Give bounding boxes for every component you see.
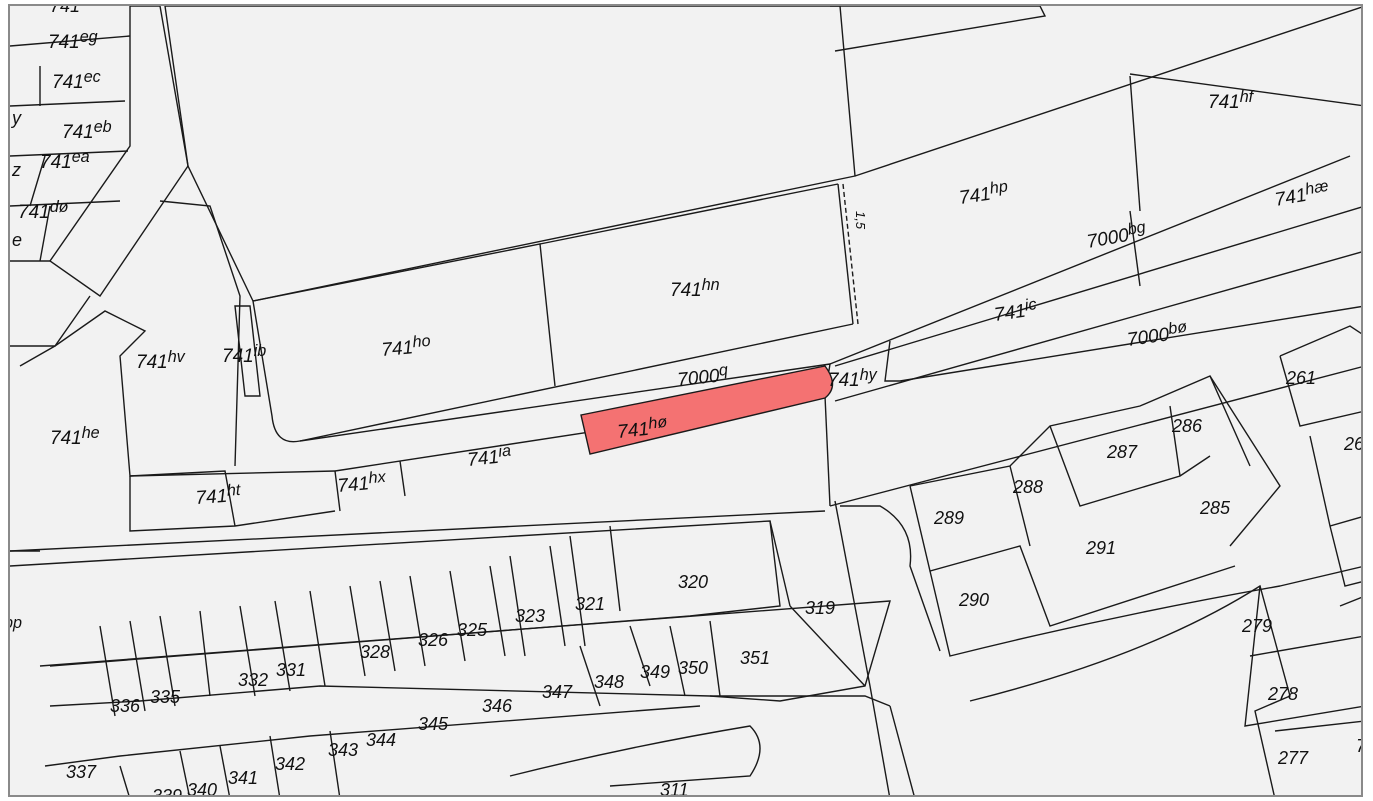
parcel-label-741ib: 741ib: [222, 342, 266, 367]
dimension-label: 1,5: [853, 211, 868, 230]
parcel-label-741ic: 741ic: [992, 295, 1038, 326]
parcel-number-340: 340: [187, 780, 217, 797]
parcel-number-347: 347: [542, 682, 573, 702]
parcel-label-741he: 741he: [50, 424, 100, 449]
parcel-number-290: 290: [958, 590, 989, 610]
parcel-number-343: 343: [328, 740, 358, 760]
parcel-label-7000bo: 7000bø: [1125, 318, 1189, 351]
partial-label-top: 741: [50, 6, 80, 16]
highlighted-parcel-741ho-shape[interactable]: [580, 365, 834, 455]
parcel-number-336: 336: [110, 696, 141, 716]
parcel-number-351: 351: [740, 648, 770, 668]
parcel-label-741hx: 741hx: [336, 468, 388, 497]
parcel-number-332: 332: [238, 670, 268, 690]
parcel-boundaries: [10, 6, 1361, 795]
cadastral-map[interactable]: 741eg 741ec 741eb 741ea 741dø 741hf 741hp 741hæ…: [8, 4, 1363, 797]
parcel-number-320: 320: [678, 572, 708, 592]
parcel-label-741do: 741dø: [18, 198, 69, 223]
parcel-number-278: 278: [1267, 684, 1298, 704]
parcel-number-335: 335: [150, 687, 181, 707]
parcel-number-348: 348: [594, 672, 624, 692]
parcel-number-349: 349: [640, 662, 670, 682]
parcel-number-289: 289: [933, 508, 964, 528]
partial-label-y: y: [10, 108, 22, 128]
parcel-label-7000bg: 7000bg: [1085, 218, 1149, 253]
parcel-label-741ht: 741ht: [195, 481, 243, 509]
parcel-number-288: 288: [1012, 477, 1043, 497]
parcel-label-741ec: 741ec: [52, 68, 101, 93]
partial-label-e: e: [12, 230, 22, 250]
parcel-label-741ho: 741ho: [380, 332, 432, 361]
parcel-number-301: 301: [860, 796, 890, 797]
parcel-number-346: 346: [482, 696, 513, 716]
parcel-number-344: 344: [366, 730, 396, 750]
parcel-number-291: 291: [1085, 538, 1116, 558]
parcel-number-342: 342: [275, 754, 305, 774]
parcel-number-261: 261: [1285, 368, 1316, 388]
partial-label-z: z: [11, 160, 21, 180]
parcel-number-350: 350: [678, 658, 708, 678]
parcel-number-321: 321: [575, 594, 605, 614]
parcel-number-277: 277: [1277, 748, 1309, 768]
parcel-label-7000q: 7000q: [676, 361, 730, 391]
parcel-number-313: 313: [520, 796, 550, 797]
parcel-number-323: 323: [515, 606, 545, 626]
parcel-number-337: 337: [66, 762, 97, 782]
parcel-label-741hf: 741hf: [1208, 88, 1255, 113]
parcel-number-26: 26: [1343, 434, 1363, 454]
parcel-number-325: 325: [457, 620, 488, 640]
parcel-label-741eb: 741eb: [62, 118, 112, 143]
parcel-label-bp: bp: [10, 614, 22, 632]
parcel-number-7: 7: [1356, 736, 1363, 756]
parcel-label-741hv: 741hv: [136, 348, 186, 373]
parcel-number-287: 287: [1106, 442, 1138, 462]
parcel-number-285: 285: [1199, 498, 1231, 518]
parcel-number-311: 311: [660, 780, 689, 797]
parcel-number-286: 286: [1171, 416, 1203, 436]
parcel-number-345: 345: [418, 714, 449, 734]
parcel-number-328: 328: [360, 642, 390, 662]
parcel-number-341: 341: [228, 768, 258, 788]
parcel-number-326: 326: [418, 630, 449, 650]
parcel-label-741ia: 741ia: [466, 441, 513, 470]
parcel-label-741hp: 741hp: [957, 177, 1010, 209]
parcel-label-741hy: 741hy: [828, 366, 878, 391]
parcel-label-741hn: 741hn: [670, 276, 720, 301]
parcel-number-279: 279: [1241, 616, 1272, 636]
parcel-labels: 741eg 741ec 741eb 741ea 741dø 741hf 741hp 741hæ…: [10, 6, 1363, 797]
parcel-label-741hae: 741hæ: [1273, 177, 1332, 211]
parcel-number-319: 319: [805, 598, 835, 618]
highlighted-parcel-label: 741hø: [616, 413, 669, 443]
parcel-label-741ea: 741ea: [40, 148, 90, 173]
parcel-label-741eg: 741eg: [48, 28, 98, 53]
parcel-number-331: 331: [276, 660, 306, 680]
map-canvas[interactable]: 741eg 741ec 741eb 741ea 741dø 741hf 741hp 741hæ…: [10, 6, 1363, 797]
parcel-number-339: 339: [152, 786, 182, 797]
